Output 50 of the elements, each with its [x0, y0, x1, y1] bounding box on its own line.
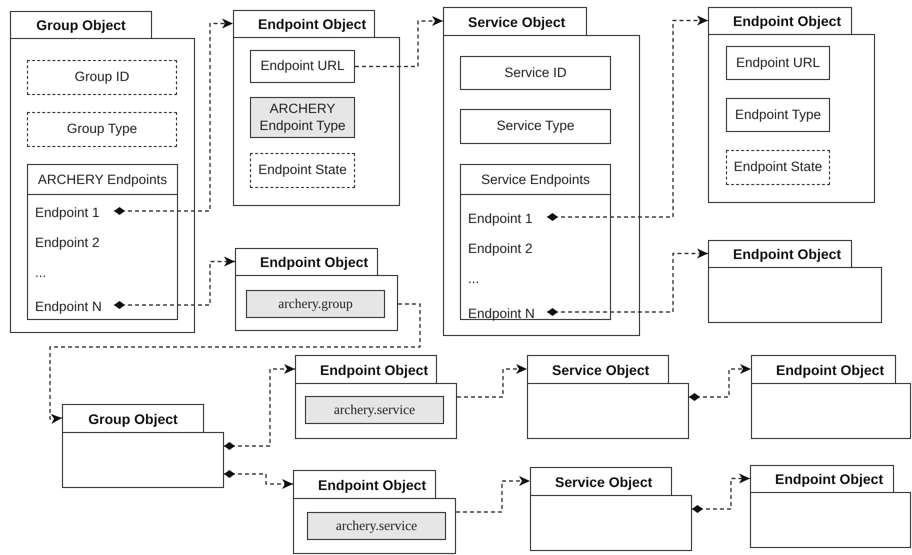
package-tab: Group Object [10, 11, 152, 38]
list-item: ... [468, 268, 548, 288]
attribute-box: Endpoint URL [726, 46, 830, 80]
list-item: Endpoint 1 [468, 208, 548, 228]
package-tab: Endpoint Object [708, 240, 852, 267]
package-tab: Endpoint Object [708, 7, 852, 34]
connector [224, 364, 295, 450]
connector [457, 364, 527, 398]
connector [547, 248, 708, 316]
connector [114, 256, 235, 309]
attribute-box: ARCHERY Endpoint Type [250, 97, 355, 138]
package-tab: Endpoint Object [750, 465, 894, 492]
list-box [460, 164, 611, 320]
list-header: ARCHERY Endpoints [28, 165, 177, 195]
list-box [27, 164, 178, 320]
connector [456, 476, 530, 513]
attribute-box: archery.service [307, 512, 446, 540]
connector [114, 18, 233, 215]
package-tab: Service Object [530, 467, 672, 495]
list-item: ... [35, 262, 115, 282]
list-item: Endpoint N [35, 296, 115, 316]
attribute-box: Endpoint State [250, 153, 355, 188]
connector [355, 16, 443, 68]
list-item: Endpoint 2 [35, 232, 115, 252]
attribute-box: Service Type [460, 109, 611, 144]
package-tab: Service Object [527, 355, 669, 383]
list-item: Endpoint 2 [468, 238, 548, 258]
connector [692, 474, 750, 513]
attribute-box: Endpoint URL [250, 50, 355, 83]
package-tab: Endpoint Object [235, 248, 378, 275]
connector [49, 303, 421, 424]
attribute-box: Endpoint State [726, 150, 830, 185]
attribute-box: Group ID [27, 60, 177, 95]
package-tab: Endpoint Object [295, 355, 437, 383]
connector [224, 470, 293, 489]
package-tab: Service Object [443, 7, 587, 35]
package-tab: Endpoint Object [293, 470, 436, 498]
attribute-box: archery.service [305, 396, 444, 424]
connector [547, 16, 708, 221]
package-tab: Endpoint Object [233, 10, 375, 37]
list-item: Endpoint 1 [35, 202, 115, 222]
package-tab: Group Object [62, 404, 204, 432]
attribute-box: Group Type [27, 112, 177, 147]
connector [689, 364, 751, 401]
attribute-box: Endpoint Type [726, 98, 830, 132]
attribute-box: archery.group [246, 290, 385, 318]
package-tab: Endpoint Object [751, 355, 896, 383]
attribute-box: Service ID [460, 56, 611, 90]
list-header: Service Endpoints [461, 165, 610, 195]
list-item: Endpoint N [468, 303, 548, 323]
